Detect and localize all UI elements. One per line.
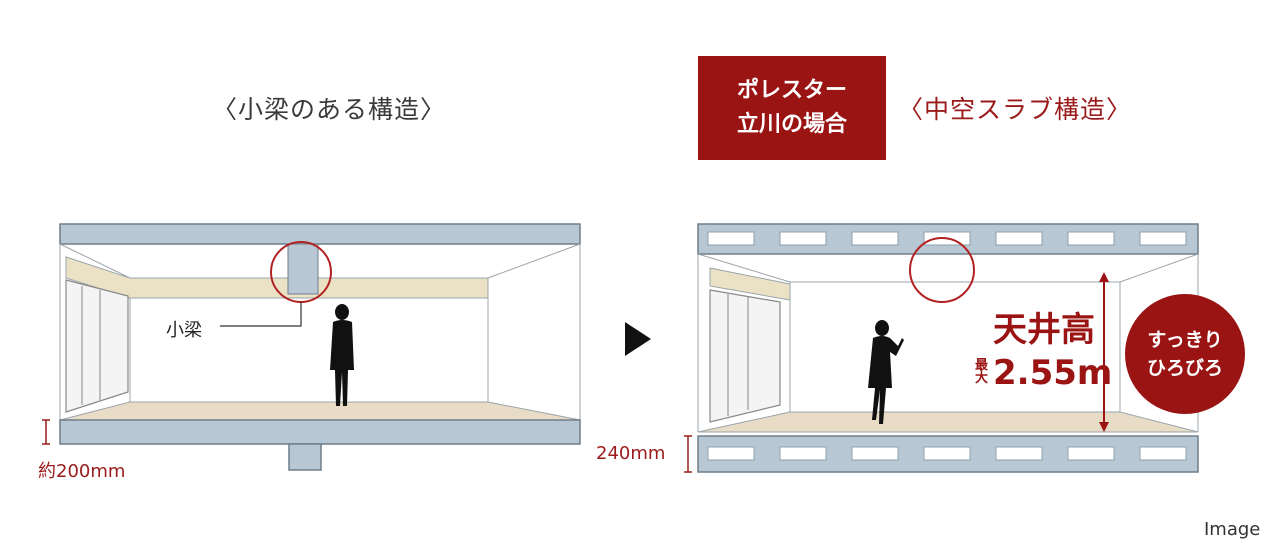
- right-slab-thickness: 240mm: [596, 443, 666, 464]
- window-icon: [709, 289, 781, 423]
- ceiling-height-label: 天井高: [993, 310, 1095, 350]
- height-prefix: 最大: [975, 358, 989, 386]
- left-ceiling-line-l: [59, 243, 131, 279]
- arrow-right-icon: [625, 322, 651, 356]
- left-beam-side: [65, 256, 489, 299]
- left-beam-below: [288, 443, 322, 471]
- left-ceiling-line-r: [487, 243, 581, 279]
- beam-structure-diagram: [42, 223, 581, 471]
- left-slab-thickness: 約200mm: [38, 461, 126, 482]
- right-floor: [697, 411, 1199, 433]
- left-beam-vertical: [287, 243, 319, 295]
- right-diagram-title: 〈中空スラブ構造〉: [898, 95, 1133, 124]
- left-top-slab: [59, 223, 581, 245]
- void-slab-diagram: [684, 223, 1199, 473]
- person-silhouette-icon: [330, 304, 354, 406]
- badge-line-1: ポレスター: [736, 78, 847, 103]
- image-caption: Image: [1204, 519, 1261, 540]
- badge-line-2: 立川の場合: [736, 112, 847, 137]
- poles-tachikawa-badge: ポレスター 立川の場合: [698, 56, 886, 160]
- bubble-line-2: ひろびろ: [1146, 357, 1223, 379]
- beam-label: 小梁: [166, 320, 202, 341]
- slab-highlight-circle: [909, 237, 975, 303]
- right-top-voids: [707, 231, 1187, 246]
- beam-pointer-line: [220, 302, 302, 327]
- window-icon: [65, 279, 129, 413]
- right-beam-side: [709, 267, 791, 301]
- left-bottom-slab: [59, 419, 581, 445]
- right-bottom-voids: [707, 446, 1187, 461]
- person-silhouette-icon: [868, 320, 904, 424]
- left-diagram-title: 〈小梁のある構造〉: [212, 95, 447, 124]
- bubble-line-1: すっきり: [1147, 329, 1223, 351]
- ceiling-height-value: 2.55m: [993, 353, 1113, 393]
- left-floor: [59, 401, 581, 421]
- spacious-badge: すっきり ひろびろ: [1125, 294, 1245, 414]
